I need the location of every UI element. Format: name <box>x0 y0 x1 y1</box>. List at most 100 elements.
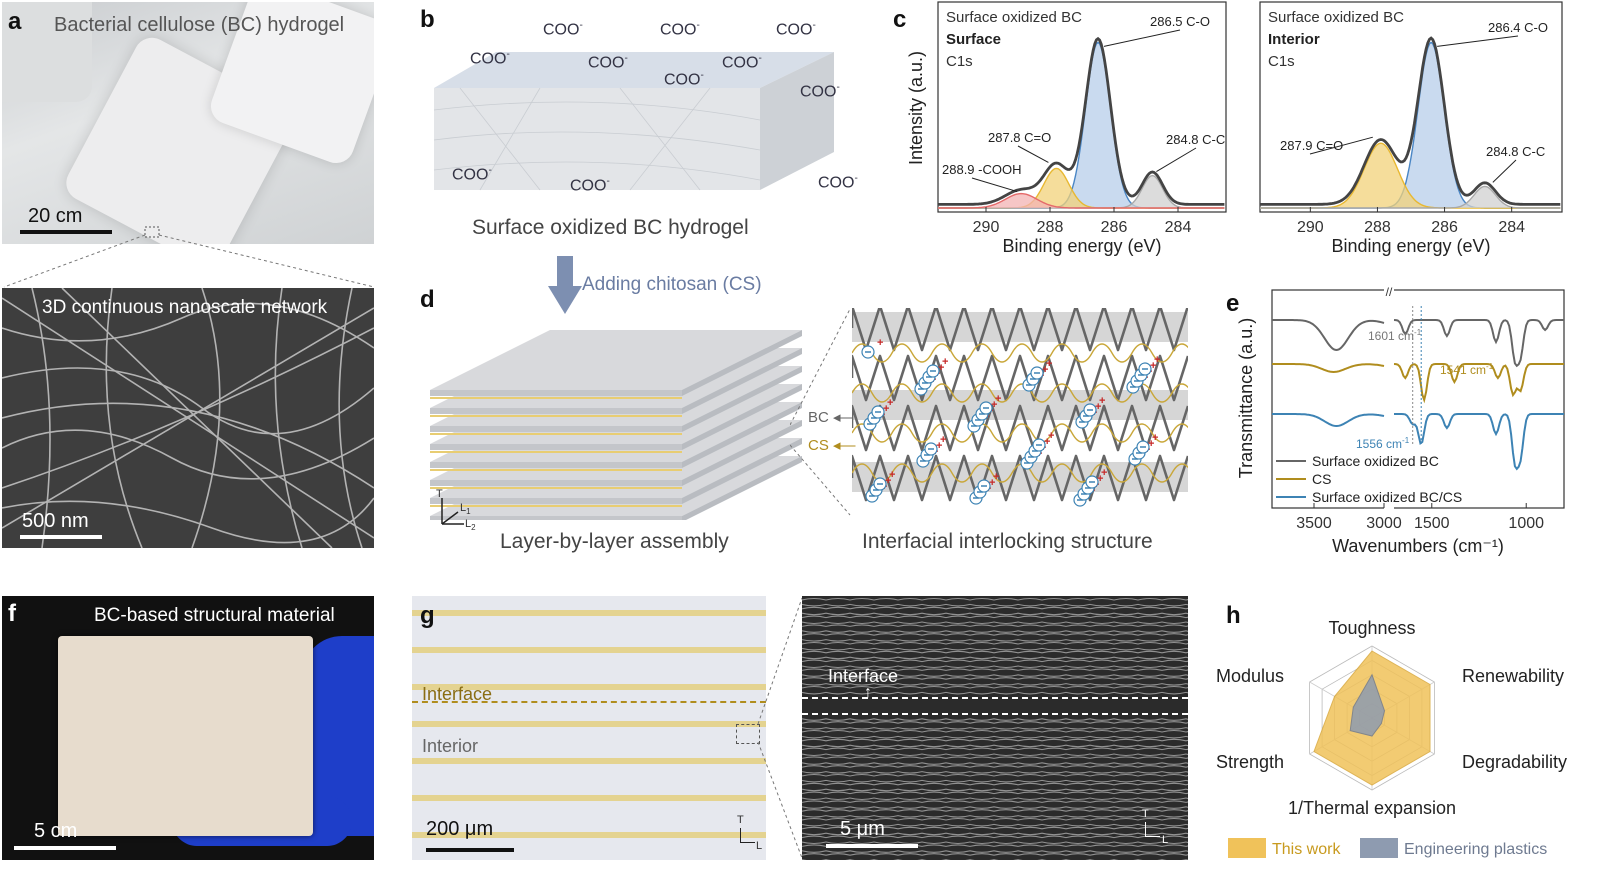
interior-label: Interior <box>422 736 479 756</box>
positive-charge: + <box>940 434 946 446</box>
plot-subtitle: Surface <box>946 31 1001 48</box>
panel-d-caption-left: Layer-by-layer assembly <box>500 530 729 553</box>
bc-chain <box>852 354 1188 402</box>
lamella <box>802 853 1188 856</box>
radar-axis-label: Degradability <box>1462 752 1567 772</box>
peak-label: 286.5 C-O <box>1150 14 1210 29</box>
lamella <box>802 641 1188 645</box>
layer-stack-diagram <box>430 330 802 520</box>
plot-c1s: C1s <box>1268 53 1295 70</box>
plot-frame <box>1271 289 1565 509</box>
positive-charge: + <box>936 440 942 452</box>
lamella <box>802 841 1188 845</box>
panel-a-sem-title: 3D continuous nanoscale network <box>42 297 328 318</box>
lamella <box>802 762 1188 765</box>
process-arrow-label: Adding chitosan (CS) <box>582 274 762 295</box>
coo-label: COO- <box>452 165 492 184</box>
coo-label: COO- <box>570 176 610 195</box>
panel-f-title: BC-based structural material <box>94 605 335 626</box>
bc-plate <box>58 636 313 836</box>
legend-label: Surface oxidized BC <box>1312 453 1439 469</box>
lamella <box>802 612 1188 616</box>
panel-label-b: b <box>420 6 435 33</box>
bc-chain <box>852 308 1188 352</box>
x-axis-label: Binding energy (eV) <box>1002 236 1161 256</box>
legend-label: This work <box>1272 841 1341 858</box>
coo-label: COO- <box>470 49 510 68</box>
bc-layer-callout: BC ◂— <box>808 409 856 426</box>
ftir-line <box>1393 319 1564 368</box>
sem-interface-line-bottom <box>802 713 1188 715</box>
scale-bar-label: 20 cm <box>28 205 83 227</box>
axis-break <box>1384 286 1394 512</box>
panel-b-caption: Surface oxidized BC hydrogel <box>472 216 749 239</box>
positive-charge: + <box>1095 401 1101 413</box>
positive-charge: + <box>1148 438 1154 450</box>
scale-bar-label: 500 nm <box>22 510 89 532</box>
peak-label: 284.8 C-C <box>1166 132 1225 147</box>
positive-charge: + <box>1152 432 1158 444</box>
positive-charge: + <box>889 469 895 481</box>
lamella <box>802 729 1188 733</box>
radar-series <box>1349 673 1386 737</box>
bc-layer-edge <box>430 480 682 486</box>
bc-layer-edge <box>430 498 682 504</box>
radar-axis-label: Modulus <box>1216 666 1284 686</box>
band-annotation: 1601 cm-1 <box>1368 328 1422 343</box>
lamella <box>802 665 1188 669</box>
bc-layer <box>430 330 802 390</box>
lamella <box>802 835 1188 839</box>
lamella <box>802 756 1188 759</box>
lamella <box>802 850 1188 853</box>
positive-charge: + <box>938 362 944 374</box>
coo-label: COO- <box>722 53 762 72</box>
lamella <box>802 683 1188 686</box>
coo-label: COO- <box>776 20 816 39</box>
axis-l1: L1 <box>460 502 471 517</box>
bc-chain <box>852 404 1188 452</box>
lamella <box>802 823 1188 827</box>
positive-charge: + <box>877 337 883 349</box>
coo-label: COO- <box>588 53 628 72</box>
lamella <box>802 685 1188 689</box>
panel-label-d: d <box>420 286 435 313</box>
panel-g-optical: Interface Interior 200 μm T L <box>412 596 766 860</box>
lamella <box>802 721 1188 724</box>
lamella <box>802 765 1188 768</box>
axis-t: T <box>436 488 443 500</box>
cs-stripe <box>412 647 766 653</box>
cs-chain <box>852 343 1188 363</box>
plot-title: Surface oxidized BC <box>1268 9 1404 26</box>
peak-arrow <box>1017 145 1049 163</box>
lamella <box>802 744 1188 748</box>
lamella <box>802 809 1188 812</box>
envelope-line <box>1260 36 1561 206</box>
positive-charge: + <box>1044 436 1050 448</box>
bc-layer-side <box>682 438 802 504</box>
panel-label-e: e <box>1226 290 1240 317</box>
cs-stripe <box>412 721 766 727</box>
radar-axis-label: 1/Thermal expansion <box>1288 798 1456 818</box>
positive-charge: + <box>883 403 889 415</box>
nanofiber-network <box>2 288 374 548</box>
positive-charge: + <box>995 393 1001 405</box>
peak-arrow <box>1492 159 1517 183</box>
lamella <box>802 747 1188 751</box>
interface-line <box>412 701 766 703</box>
cs-stripe <box>412 684 766 690</box>
bc-layer-edge <box>430 462 682 468</box>
x-tick-label: 286 <box>1431 219 1458 236</box>
cs-chain <box>852 423 1188 443</box>
peak-label: 287.8 C=O <box>988 130 1051 145</box>
lamella <box>802 826 1188 830</box>
x-tick-label: 290 <box>1297 219 1324 236</box>
ftir-line <box>1394 413 1564 471</box>
legend-swatch <box>1360 838 1398 858</box>
lamella <box>802 806 1188 809</box>
peak-arrow <box>1103 29 1181 47</box>
x-tick-label: 290 <box>973 219 1000 236</box>
zoom-box <box>736 724 760 744</box>
cs-label: CS <box>808 437 829 454</box>
panel-label-f: f <box>8 600 16 627</box>
